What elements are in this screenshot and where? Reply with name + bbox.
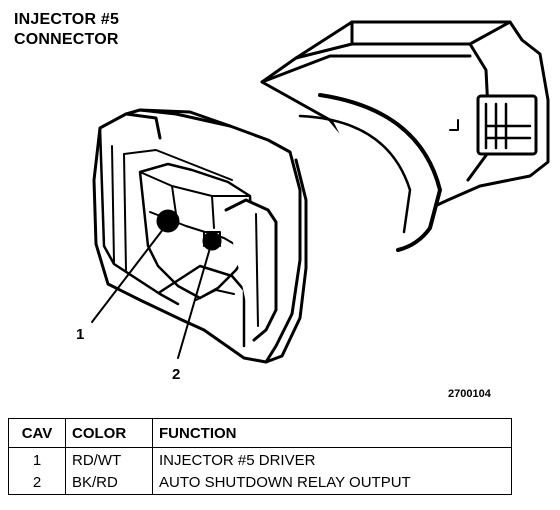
title-line-1: INJECTOR #5: [14, 11, 120, 28]
cell-color: BK/RD: [65, 472, 153, 495]
table-row: 2 BK/RD AUTO SHUTDOWN RELAY OUTPUT: [8, 472, 512, 495]
cell-function: INJECTOR #5 DRIVER: [152, 447, 512, 472]
table-header-row: CAV COLOR FUNCTION: [8, 418, 512, 448]
cell-function: AUTO SHUTDOWN RELAY OUTPUT: [152, 472, 512, 495]
table-row: 1 RD/WT INJECTOR #5 DRIVER: [8, 447, 512, 472]
cell-color: RD/WT: [65, 447, 153, 472]
leader-line-2: [177, 247, 211, 359]
header-cav: CAV: [8, 418, 66, 448]
terminal-2-marker: [202, 231, 222, 251]
connector-illustration: [91, 20, 550, 364]
pinout-table: CAV COLOR FUNCTION 1 RD/WT INJECTOR #5 D…: [8, 418, 512, 495]
figure-id: 2700104: [448, 388, 491, 400]
cell-cav: 2: [8, 472, 66, 495]
title-line-2: CONNECTOR: [14, 31, 119, 48]
header-color: COLOR: [65, 418, 153, 448]
callout-cavity-1: 1: [76, 326, 85, 343]
diagram-title: INJECTOR #5 CONNECTOR: [14, 10, 119, 50]
leader-line-1: [91, 227, 165, 323]
header-function: FUNCTION: [152, 418, 512, 448]
terminal-1-marker: [156, 209, 180, 233]
cell-cav: 1: [8, 447, 66, 472]
callout-cavity-2: 2: [172, 366, 181, 383]
connector-collar: [318, 93, 442, 252]
